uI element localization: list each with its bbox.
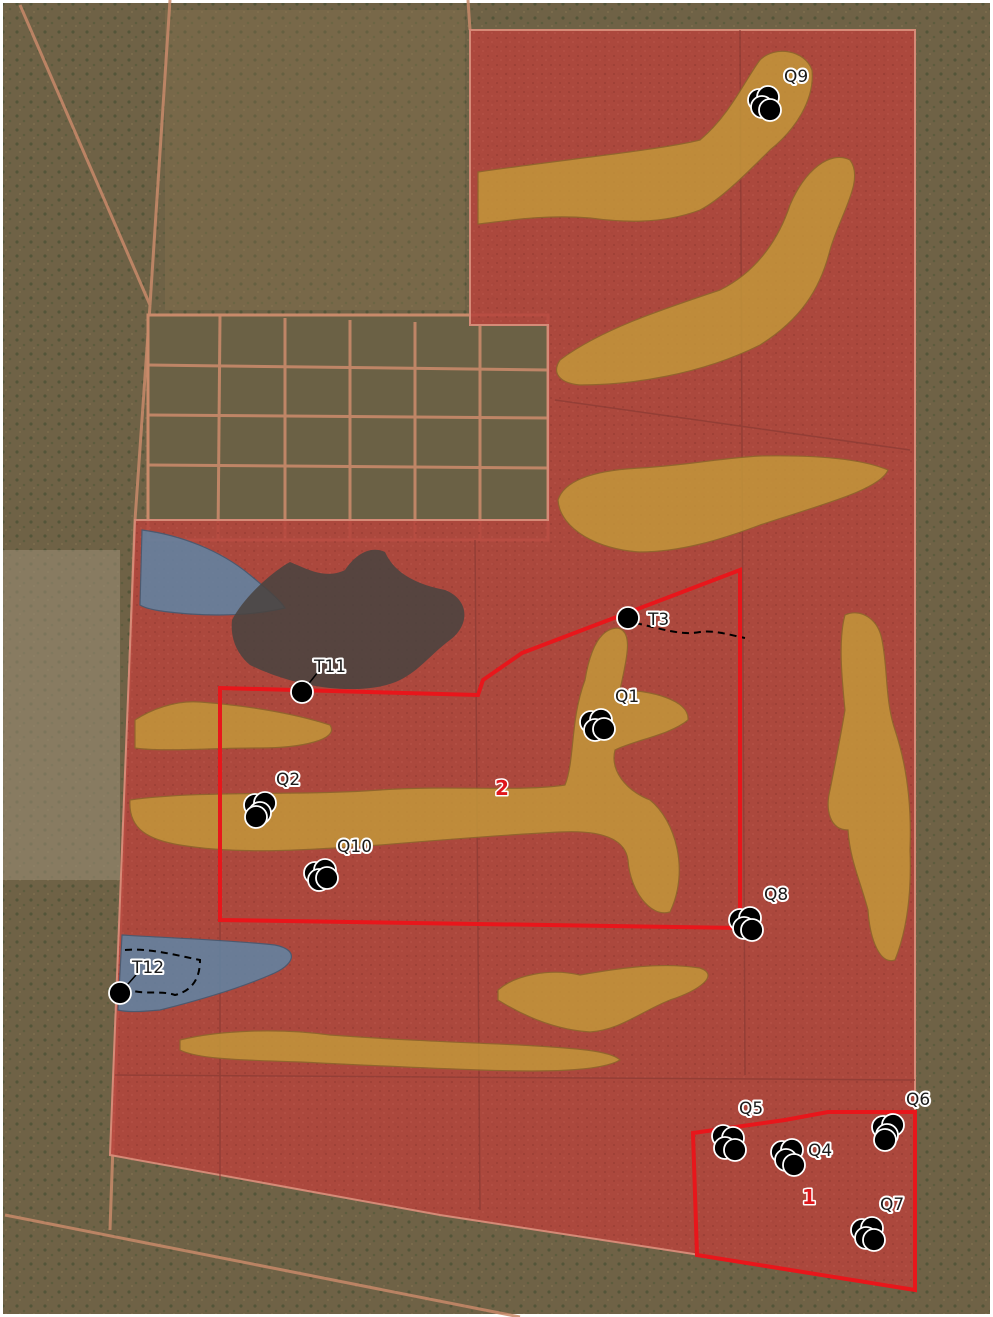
quadrat-cluster-icon — [243, 791, 277, 829]
track-north-west — [148, 0, 172, 306]
site-label: T3 — [647, 610, 669, 630]
track-north-mid — [466, 0, 472, 31]
dark-patch — [231, 549, 465, 690]
site-label: Q8 — [764, 885, 788, 905]
settlement-lines — [147, 314, 549, 541]
yellow-patch-north — [477, 50, 813, 225]
dashed-line-t3 — [634, 622, 746, 639]
site-q10[interactable]: Q10 — [303, 835, 374, 892]
site-t12[interactable]: T12 — [108, 956, 166, 1005]
site-label: Q6 — [906, 1090, 930, 1110]
quadrat-cluster-icon — [770, 1138, 806, 1177]
site-t3[interactable]: T3 — [616, 606, 671, 632]
site-label: Q10 — [337, 837, 372, 857]
site-label: Q7 — [880, 1195, 904, 1215]
quadrat-cluster-icon — [871, 1113, 905, 1152]
site-label: Q5 — [739, 1099, 763, 1119]
site-q2[interactable]: Q2 — [243, 768, 302, 829]
site-label: Q9 — [784, 67, 808, 87]
savanna-lighter-band — [165, 10, 465, 310]
transect-point-icon — [616, 606, 640, 630]
internal-tracks — [114, 29, 916, 1211]
zone-1-label: 1 — [802, 1185, 816, 1209]
quadrat-cluster-icon — [711, 1124, 747, 1162]
zone-1-outline[interactable] — [690, 1110, 917, 1293]
yellow-patches — [129, 50, 911, 1072]
transect-point-icon — [290, 680, 314, 704]
site-q5[interactable]: Q5 — [711, 1097, 765, 1162]
dashed-line-t12 — [124, 948, 202, 997]
sampling-sites: Q9 T3 T11 Q1 Q2 — [108, 65, 932, 1252]
quadrat-cluster-icon — [747, 85, 782, 122]
site-q8[interactable]: Q8 — [728, 883, 790, 942]
settlement-block — [146, 313, 550, 542]
yellow-patch-ne-diagonal — [556, 156, 856, 386]
dashed-lines — [124, 622, 746, 997]
track-diagonal-nw — [18, 4, 152, 306]
site-q4[interactable]: Q4 — [770, 1138, 834, 1177]
site-label: Q4 — [808, 1141, 832, 1161]
site-label: Q2 — [276, 770, 300, 790]
yellow-patch-main-central — [129, 627, 689, 914]
site-q6[interactable]: Q6 — [871, 1088, 932, 1152]
site-label: T11 — [313, 657, 346, 677]
yellow-patch-west-small — [134, 701, 333, 751]
site-label: T12 — [131, 958, 164, 978]
pale-bare-ground — [0, 550, 120, 880]
yellow-patch-southeast — [497, 964, 709, 1033]
transect-point-icon — [108, 981, 132, 1005]
track-south-road — [4, 1213, 521, 1317]
site-label: Q1 — [615, 687, 639, 707]
quadrat-cluster-icon — [579, 708, 616, 742]
yellow-patch-east-vertical — [827, 612, 911, 962]
quadrat-cluster-icon — [850, 1216, 886, 1252]
site-q1[interactable]: Q1 — [579, 685, 641, 742]
site-t11[interactable]: T11 — [290, 655, 348, 704]
yellow-patch-south-long — [179, 1030, 621, 1072]
settlement-grid — [146, 313, 550, 542]
zone-2-label: 2 — [495, 776, 509, 800]
quadrat-cluster-icon — [303, 858, 339, 892]
site-q9[interactable]: Q9 — [747, 65, 810, 122]
quadrat-cluster-icon — [728, 906, 764, 942]
yellow-patch-east-oval — [557, 455, 889, 553]
site-q7[interactable]: Q7 — [850, 1193, 906, 1252]
